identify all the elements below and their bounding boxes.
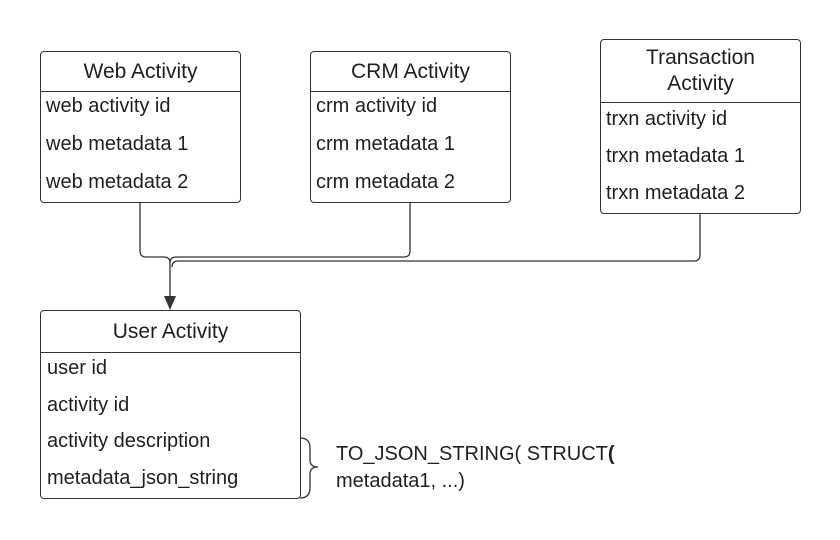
crm-metadata-2-field: crm metadata 2 xyxy=(316,171,455,193)
trxn-activity-id-field: trxn activity id xyxy=(606,108,728,130)
arrowhead xyxy=(164,296,176,310)
transaction-activity-title: Transaction Activity xyxy=(601,40,800,103)
web-to-user-connector xyxy=(139,203,171,300)
web-activity-entity: Web Activity web activity id web metadat… xyxy=(40,51,241,203)
crm-metadata-1-field: crm metadata 1 xyxy=(316,133,455,155)
crm-activity-entity: CRM Activity crm activity id crm metadat… xyxy=(310,51,511,203)
json-annotation-paren: ( xyxy=(607,443,615,465)
transaction-title-line-1: Transaction xyxy=(646,46,755,69)
user-activity-title: User Activity xyxy=(41,311,300,353)
json-annotation-line-2: metadata1, ...) xyxy=(336,470,465,492)
annotation-brace xyxy=(299,437,319,499)
transaction-activity-entity: Transaction Activity trxn activity id tr… xyxy=(600,39,801,214)
transaction-title-line-2: Activity xyxy=(667,72,734,95)
web-activity-id-field: web activity id xyxy=(46,95,171,117)
crm-activity-id-field: crm activity id xyxy=(316,95,438,117)
user-activity-entity: User Activity user id activity id activi… xyxy=(40,310,301,499)
metadata-json-string-field: metadata_json_string xyxy=(47,467,239,489)
trxn-metadata-1-field: trxn metadata 1 xyxy=(606,145,745,167)
trxn-metadata-2-field: trxn metadata 2 xyxy=(606,182,745,204)
activity-description-field: activity description xyxy=(47,430,211,452)
crm-to-user-connector xyxy=(169,203,411,264)
trxn-to-user-connector xyxy=(171,214,701,268)
json-annotation-text: TO_JSON_STRING( STRUCT xyxy=(336,443,608,465)
web-metadata-1-field: web metadata 1 xyxy=(46,133,189,155)
json-annotation-line-1: TO_JSON_STRING( STRUCT( xyxy=(336,441,615,467)
web-activity-title: Web Activity xyxy=(41,52,240,92)
crm-activity-title: CRM Activity xyxy=(311,52,510,92)
web-metadata-2-field: web metadata 2 xyxy=(46,171,189,193)
user-id-field: user id xyxy=(47,357,108,379)
activity-id-field: activity id xyxy=(47,394,130,416)
